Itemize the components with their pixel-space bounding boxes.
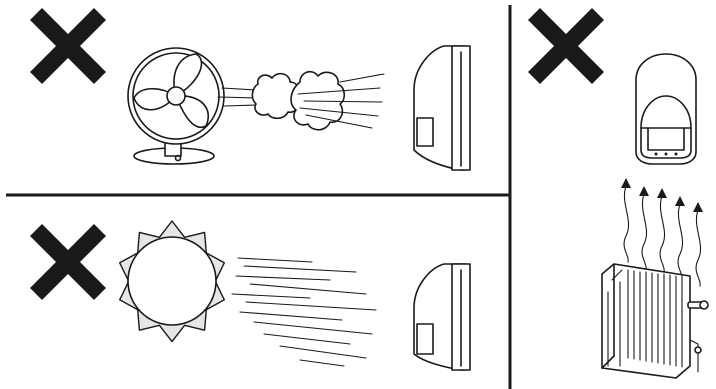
desk-fan-icon <box>127 47 225 165</box>
radiator-icon <box>601 263 709 379</box>
panel-sunlight <box>30 220 471 371</box>
forbidden-x-icon <box>528 8 604 84</box>
sun-rays-icon <box>231 257 377 367</box>
panel-fan-draught <box>30 8 471 171</box>
air-draught-icon <box>217 70 385 131</box>
forbidden-x-icon <box>30 224 106 300</box>
motion-sensor-side-icon <box>413 263 471 371</box>
motion-sensor-side-icon <box>413 45 471 171</box>
heat-waves-icon <box>621 178 703 287</box>
sun-icon <box>118 220 226 343</box>
motion-sensor-front-icon <box>635 53 697 165</box>
forbidden-x-icon <box>30 8 106 84</box>
panel-heater <box>528 8 709 379</box>
